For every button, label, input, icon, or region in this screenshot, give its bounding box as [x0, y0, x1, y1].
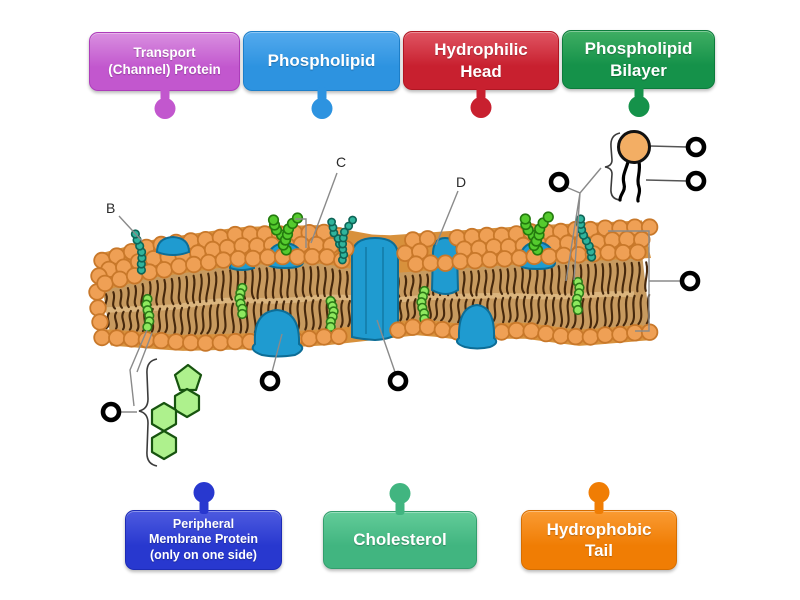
label-text: Hydrophilic Head [434, 40, 528, 81]
label-transport-channel-protein[interactable]: Transport (Channel) Protein [89, 32, 240, 91]
drop-target-peripheral-membrane-protein[interactable] [259, 370, 281, 392]
label-text: Phospholipid Bilayer [584, 39, 693, 80]
label-text: Cholesterol [353, 530, 447, 550]
drop-target-hydrophobic-tail[interactable] [685, 170, 707, 192]
membrane-illustration [88, 211, 659, 358]
tail-stroke [636, 160, 642, 203]
cholesterol-inset-brace [138, 358, 158, 467]
hexagon-ring [173, 387, 201, 419]
label-text: Transport (Channel) Protein [108, 44, 221, 77]
label-text: Hydrophobic Tail [546, 519, 652, 560]
phospholipid-inset-brace [604, 132, 621, 201]
drop-target-phospholipid[interactable] [548, 171, 570, 193]
braces [138, 132, 621, 467]
drop-target-cholesterol[interactable] [100, 401, 122, 423]
hexagon-ring [150, 429, 178, 461]
letter-d: D [456, 174, 466, 190]
hexagon-ring [150, 401, 178, 433]
tail-stroke [618, 160, 630, 202]
drop-target-phospholipid-bilayer[interactable] [679, 270, 701, 292]
phospholipid-head-circle [617, 130, 651, 164]
drop-target-hydrophilic-head[interactable] [685, 136, 707, 158]
letter-c: C [336, 154, 346, 170]
leader-lines [118, 145, 688, 413]
phospholipid-molecule-inset [617, 130, 651, 203]
label-hydrophilic-head[interactable]: Hydrophilic Head [403, 31, 559, 90]
label-cholesterol[interactable]: Cholesterol [323, 511, 477, 569]
cholesterol-molecule-inset [150, 363, 203, 461]
drop-target-transport-channel-protein[interactable] [387, 370, 409, 392]
pentagon-ring [173, 363, 203, 392]
label-phospholipid[interactable]: Phospholipid [243, 31, 400, 91]
label-hydrophobic-tail[interactable]: Hydrophobic Tail [521, 510, 677, 570]
label-peripheral-membrane-protein[interactable]: Peripheral Membrane Protein (only on one… [125, 510, 282, 570]
label-text: Phospholipid [267, 51, 376, 71]
label-text: Peripheral Membrane Protein (only on one… [148, 516, 259, 562]
letter-b: B [106, 200, 115, 216]
label-phospholipid-bilayer[interactable]: Phospholipid Bilayer [562, 30, 715, 89]
